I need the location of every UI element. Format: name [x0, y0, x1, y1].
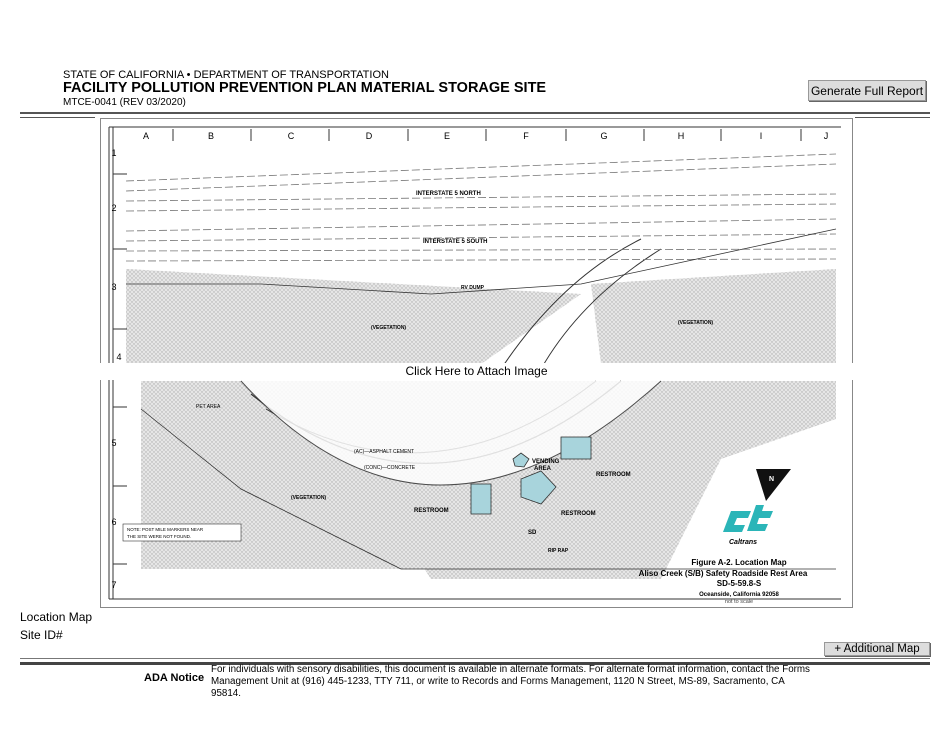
row-label: 4 [116, 352, 121, 362]
divider [20, 112, 930, 114]
row-label: 6 [111, 517, 116, 527]
map-note: THE SITE WERE NOT FOUND. [127, 534, 191, 539]
map-label: PET AREA [196, 404, 221, 410]
row-label: 2 [111, 203, 116, 213]
caltrans-logo [723, 505, 773, 532]
row-label: 5 [111, 438, 116, 448]
form-number: MTCE-0041 (REV 03/2020) [63, 97, 186, 108]
row-label: 1 [111, 148, 116, 158]
map-label: RIP RAP [548, 548, 569, 554]
vegetation-area [126, 269, 581, 364]
scale-note: not to scale [725, 599, 753, 605]
map-label: INTERSTATE 5 NORTH [416, 191, 481, 197]
divider [20, 117, 95, 118]
map-label: (AC)—ASPHALT CEMENT [354, 449, 414, 455]
site-city: Oceanside, California 92058 [699, 592, 779, 598]
restroom-building [560, 436, 592, 460]
map-label: SD [528, 530, 537, 536]
col-label: G [600, 131, 607, 141]
row-label: 3 [111, 282, 116, 292]
divider [20, 662, 930, 665]
restroom-building [520, 470, 557, 505]
map-label: (VEGETATION) [678, 320, 713, 326]
ada-notice-heading: ADA Notice [144, 672, 205, 684]
map-label: RESTROOM [561, 511, 596, 517]
col-label: F [523, 131, 529, 141]
site-id-label: Site ID# [20, 628, 63, 642]
additional-map-button[interactable]: + Additional Map [824, 642, 930, 656]
col-label: C [288, 131, 295, 141]
col-label: H [678, 131, 685, 141]
divider [855, 117, 930, 118]
attach-image-link[interactable]: Click Here to Attach Image [100, 363, 853, 380]
map-label: (VEGETATION) [371, 325, 406, 331]
vending-area [512, 452, 530, 468]
map-label: (VEGETATION) [291, 495, 326, 501]
col-label: J [824, 131, 829, 141]
location-map-label: Location Map [20, 610, 93, 624]
ada-notice-text: For individuals with sensory disabilitie… [211, 664, 810, 699]
vegetation-area [591, 269, 836, 364]
map-label: VENDING [532, 459, 560, 465]
site-code: SD-5-59.8-S [717, 579, 762, 588]
agency-name: STATE OF CALIFORNIA • DEPARTMENT OF TRAN… [63, 69, 389, 81]
map-label: RESTROOM [414, 508, 449, 514]
caltrans-logo-text: Caltrans [729, 539, 757, 546]
restroom-building [470, 483, 492, 515]
map-label: INTERSTATE 5 SOUTH [423, 239, 487, 245]
generate-full-report-button[interactable]: Generate Full Report [808, 80, 926, 101]
col-label: I [760, 131, 763, 141]
col-label: D [366, 131, 373, 141]
map-note: NOTE: POST MILE MARKERS NEAR [127, 527, 204, 532]
divider [20, 658, 930, 659]
page-title: FACILITY POLLUTION PREVENTION PLAN MATER… [63, 80, 547, 96]
map-label: RESTROOM [596, 472, 631, 478]
row-label: 7 [111, 580, 116, 590]
figure-caption: Figure A-2. Location Map [691, 558, 786, 567]
site-name: Aliso Creek (S/B) Safety Roadside Rest A… [639, 569, 808, 578]
map-label: RV DUMP [461, 285, 485, 291]
north-arrow-icon [756, 469, 791, 501]
col-label: A [143, 131, 149, 141]
map-label: (CONC)—CONCRETE [364, 465, 416, 471]
col-label: B [208, 131, 214, 141]
col-label: E [444, 131, 450, 141]
vegetation-area [141, 381, 431, 569]
north-label: N [769, 476, 774, 483]
map-label: AREA [534, 466, 552, 472]
